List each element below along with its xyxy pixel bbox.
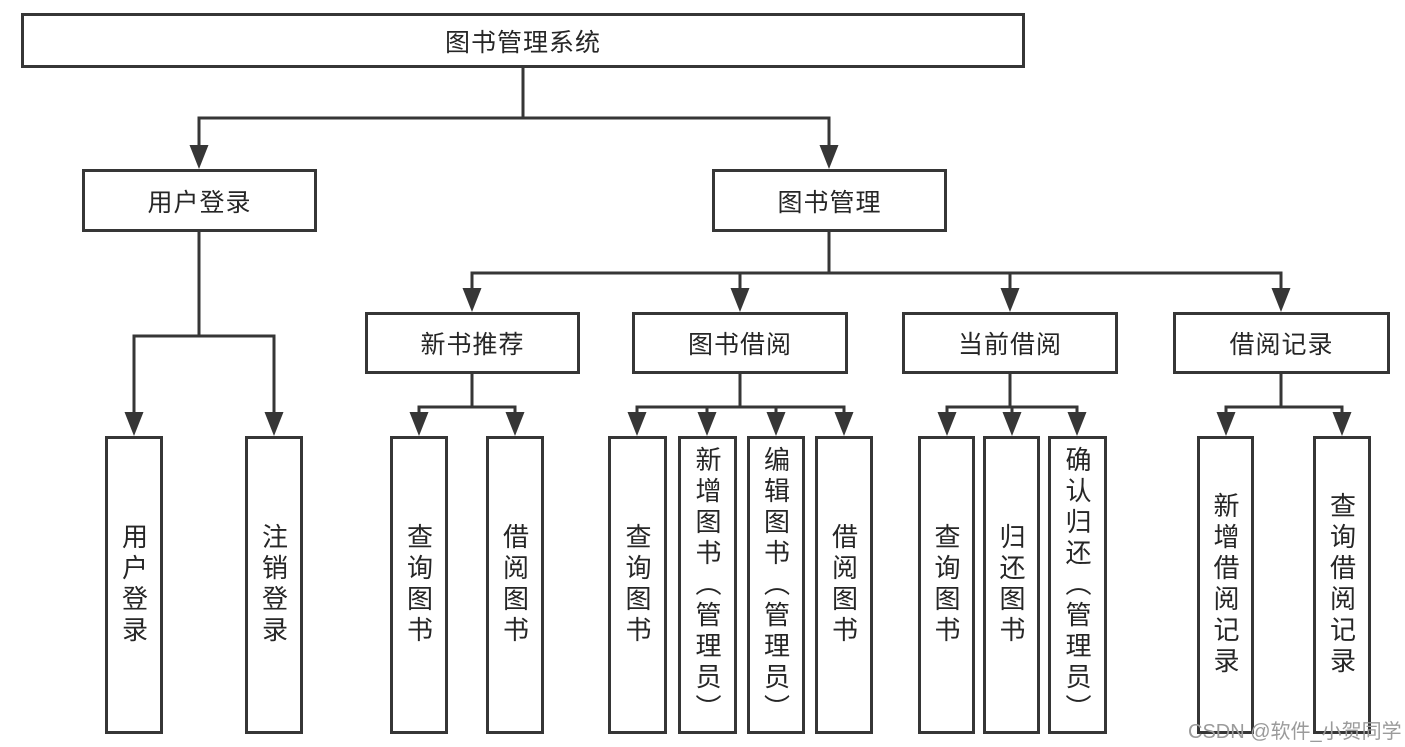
node-current-borrowing-label: 当前借阅	[957, 331, 1062, 359]
leaf-query-books-current-label: 查询图书	[931, 523, 961, 647]
node-root: 图书管理系统	[21, 13, 1025, 68]
leaf-add-borrow-record-label: 新增借阅记录	[1210, 492, 1240, 678]
leaf-edit-books-admin-label: 编辑图书（管理员）	[760, 445, 791, 725]
node-book-management: 图书管理	[712, 169, 947, 232]
leaf-query-books-recommend-label: 查询图书	[403, 523, 434, 647]
node-new-book-recommend: 新书推荐	[365, 312, 580, 374]
leaf-query-borrow-record: 查询借阅记录	[1313, 436, 1371, 734]
leaf-query-books-current: 查询图书	[918, 436, 975, 734]
node-current-borrowing: 当前借阅	[902, 312, 1118, 374]
node-borrowing-records: 借阅记录	[1173, 312, 1390, 374]
leaf-borrow-books-recommend-label: 借阅图书	[499, 523, 530, 647]
leaf-query-borrow-record-label: 查询借阅记录	[1326, 492, 1357, 678]
leaf-user-login: 用户登录	[105, 436, 163, 734]
leaf-logout: 注销登录	[245, 436, 303, 734]
csdn-watermark: CSDN @软件_小贺同学	[1188, 721, 1402, 743]
leaf-confirm-return-admin: 确认归还（管理员）	[1048, 436, 1107, 734]
leaf-return-books-label: 归还图书	[996, 523, 1026, 647]
leaf-query-books-borrowing-label: 查询图书	[622, 523, 652, 647]
leaf-logout-label: 注销登录	[258, 523, 289, 647]
leaf-user-login-label: 用户登录	[118, 523, 149, 647]
node-book-borrowing-label: 图书借阅	[687, 331, 792, 359]
node-user-login: 用户登录	[82, 169, 317, 232]
leaf-return-books: 归还图书	[983, 436, 1040, 734]
leaf-edit-books-admin: 编辑图书（管理员）	[747, 436, 805, 734]
leaf-query-books-recommend: 查询图书	[390, 436, 448, 734]
leaf-add-books-admin: 新增图书（管理员）	[678, 436, 737, 734]
node-user-login-label: 用户登录	[147, 188, 252, 217]
leaf-borrow-books-recommend: 借阅图书	[486, 436, 544, 734]
leaf-add-books-admin-label: 新增图书（管理员）	[692, 445, 722, 725]
node-book-management-label: 图书管理	[777, 188, 882, 217]
leaf-query-books-borrowing: 查询图书	[608, 436, 667, 734]
leaf-add-borrow-record: 新增借阅记录	[1197, 436, 1254, 734]
leaf-borrow-books-label: 借阅图书	[828, 523, 859, 647]
node-root-label: 图书管理系统	[444, 28, 601, 57]
node-borrowing-records-label: 借阅记录	[1229, 331, 1334, 359]
node-book-borrowing: 图书借阅	[632, 312, 848, 374]
node-new-book-recommend-label: 新书推荐	[420, 331, 525, 359]
leaf-borrow-books: 借阅图书	[815, 436, 873, 734]
leaf-confirm-return-admin-label: 确认归还（管理员）	[1062, 445, 1092, 725]
